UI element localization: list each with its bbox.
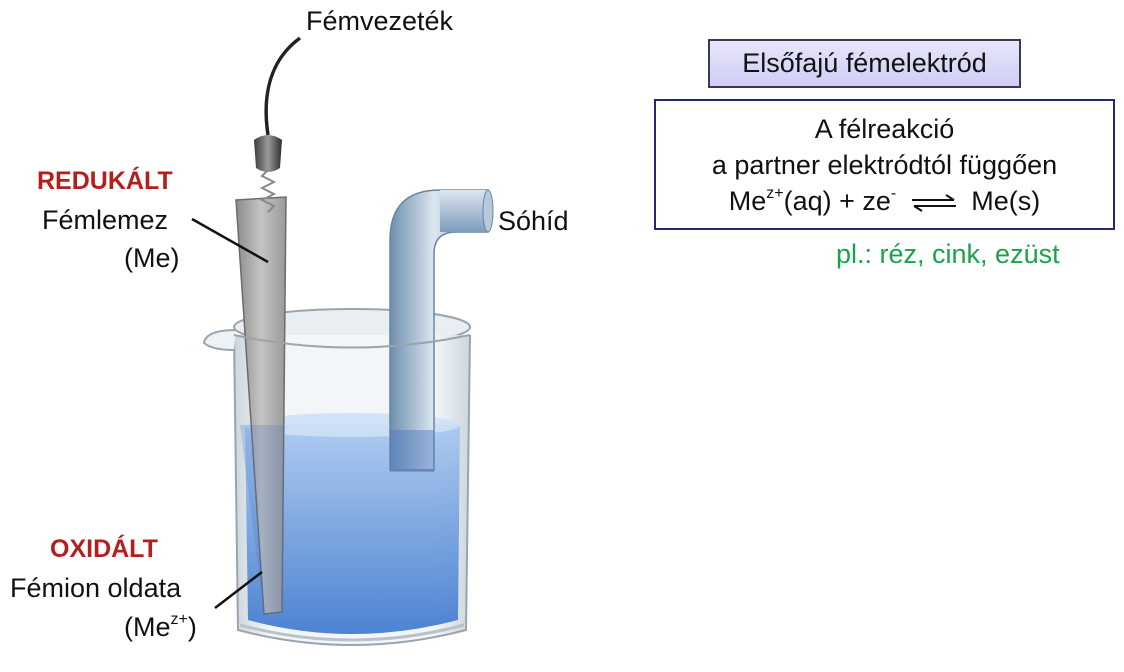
metal-plate: [235, 196, 287, 615]
solution-symbol-label: (Mez+): [124, 611, 197, 643]
solution-leader-line: [214, 571, 263, 609]
beaker-spout: [202, 329, 237, 351]
examples-label: pl.: réz, cink, ezüst: [836, 239, 1060, 269]
solution: [245, 425, 460, 634]
salt-bridge-label: Sóhíd: [498, 206, 569, 236]
metal-plate-submerged: [240, 425, 284, 614]
beaker-rim-front: [233, 334, 471, 349]
salt-bridge-submerged: [390, 430, 434, 472]
equilibrium-arrow-icon: [911, 194, 956, 212]
solution-label: Fémion oldata: [10, 573, 182, 603]
salt-bridge-tube-end: [482, 189, 494, 233]
beaker-front-band: [239, 623, 465, 642]
wire-label: Fémvezeték: [306, 6, 454, 36]
electrode-type-title: Elsőfajú fémelektród: [708, 39, 1021, 88]
plate-symbol-label: (Me): [124, 243, 180, 273]
solution-symbol-me: (Me: [124, 612, 171, 642]
connector-cap: [254, 135, 282, 172]
equation-charge: z+: [766, 185, 784, 202]
half-reaction-subheading: a partner elektródtól függően: [711, 150, 1058, 180]
half-reaction-box: A félreakció a partner elektródtól függő…: [654, 99, 1115, 230]
connector-spring: [259, 169, 277, 213]
oxidized-label: OXIDÁLT: [50, 535, 158, 563]
plate-leader-line: [191, 217, 269, 264]
salt-bridge-tube-top: [440, 190, 488, 232]
solution-symbol-close: ): [187, 612, 197, 642]
equation-metal: Me: [728, 186, 767, 216]
plate-label: Fémlemez: [42, 205, 169, 235]
reduced-label: REDUKÁLT: [37, 167, 173, 195]
equation-electron-charge: -: [890, 185, 897, 202]
half-reaction-equation: Mez+(aq) + ze- Me(s): [656, 183, 1113, 219]
equation-right-side: Me(s): [971, 186, 1041, 216]
wire: [264, 36, 302, 136]
half-reaction-heading: A félreakció: [814, 114, 955, 144]
solution-symbol-charge: z+: [170, 611, 188, 628]
equation-left-side: (aq) + ze: [783, 186, 891, 216]
